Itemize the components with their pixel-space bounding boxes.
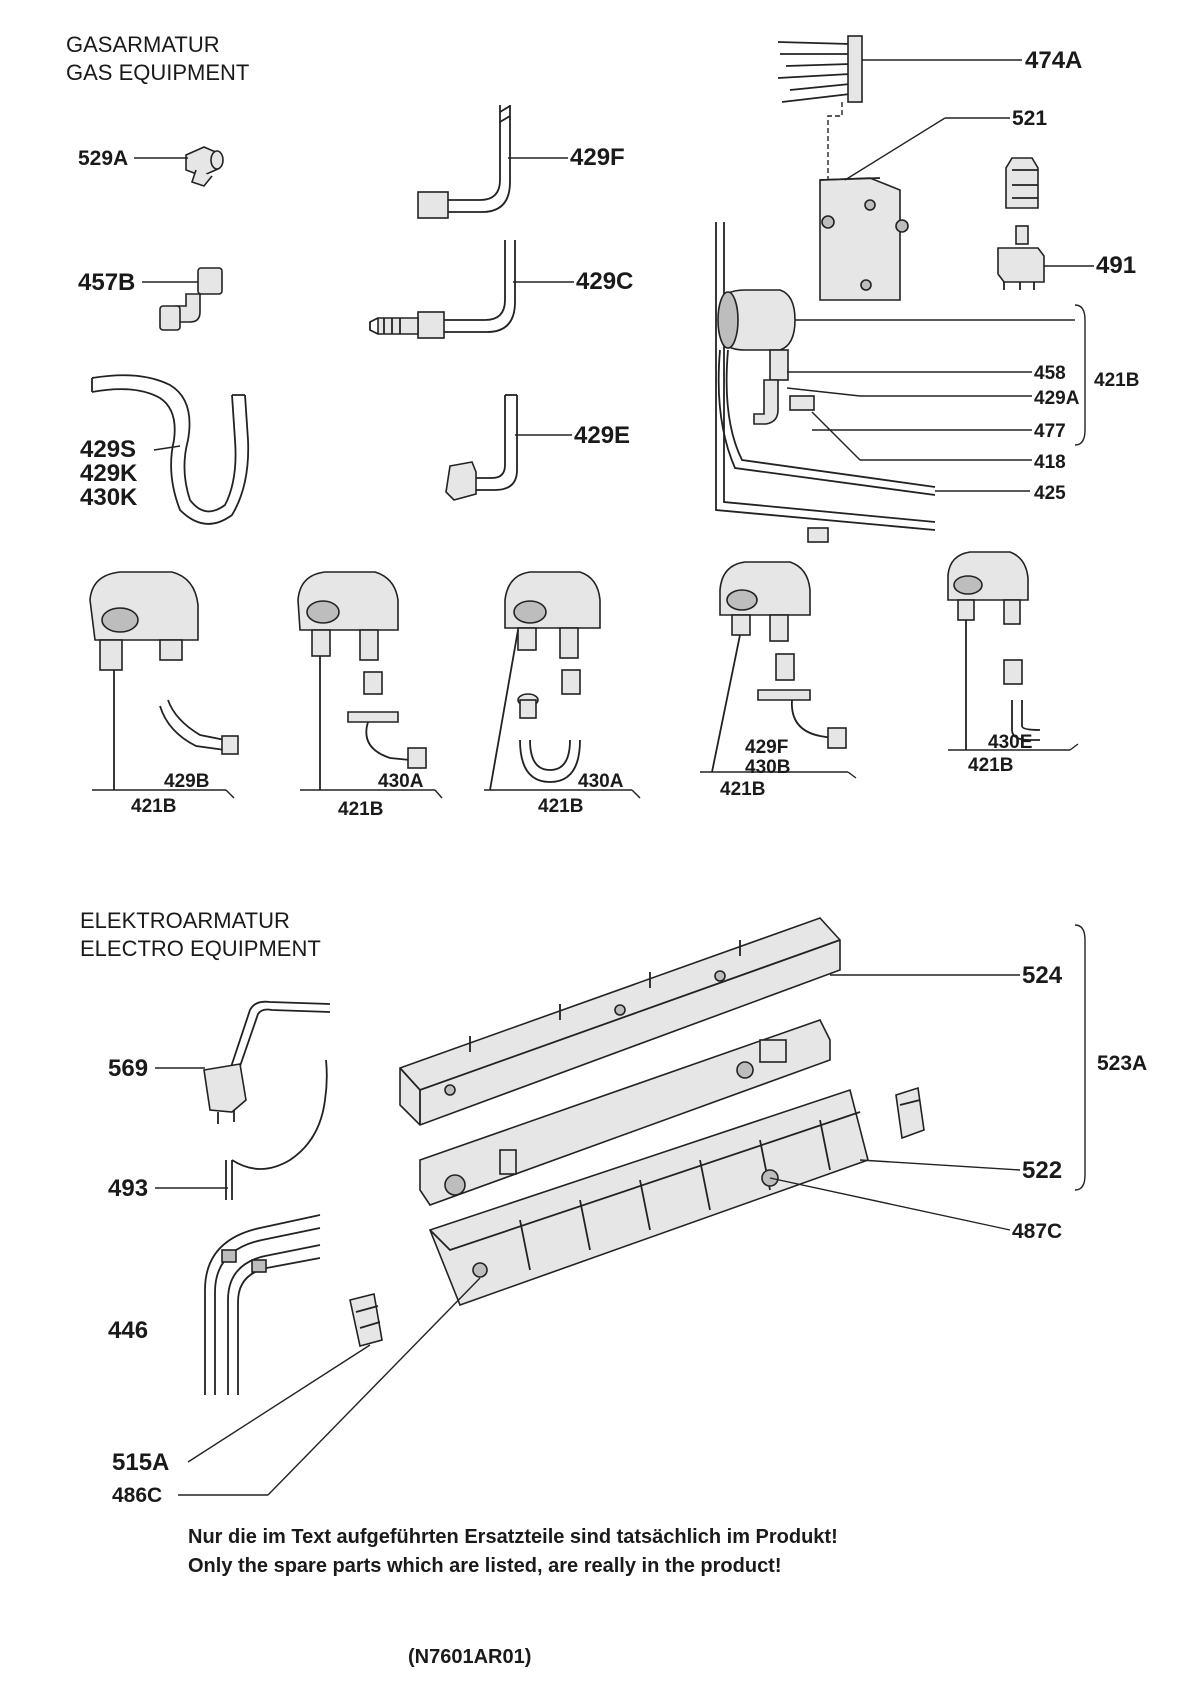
label-524: 524 xyxy=(1022,962,1063,989)
label-429e: 429E xyxy=(574,422,630,449)
label-493: 493 xyxy=(108,1175,148,1202)
label-425: 425 xyxy=(1034,483,1066,504)
note-english: Only the spare parts which are listed, a… xyxy=(188,1555,782,1577)
label-v5-assy: 421B xyxy=(968,755,1013,776)
label-v4-part1: 429F xyxy=(745,737,788,758)
label-v2-part: 430A xyxy=(378,771,424,792)
label-421b-side: 421B xyxy=(1094,370,1139,391)
part-515a-clip xyxy=(349,1293,383,1347)
label-v1-part: 429B xyxy=(164,771,209,792)
label-v3-part: 430A xyxy=(578,771,624,792)
part-429f-pipe xyxy=(417,105,511,219)
part-569-power-plug xyxy=(203,1000,331,1124)
label-429k: 429K xyxy=(80,460,138,487)
label-430k: 430K xyxy=(80,484,138,511)
electro-heading-en: ELECTRO EQUIPMENT xyxy=(80,936,321,961)
label-v4-assy: 421B xyxy=(720,779,765,800)
part-491-relay xyxy=(997,157,1045,290)
label-429f: 429F xyxy=(570,144,625,171)
label-v4-part2: 430B xyxy=(745,757,790,778)
label-522: 522 xyxy=(1022,1157,1062,1184)
electro-heading-de: ELEKTROARMATUR xyxy=(80,908,290,933)
valve-variant-5 xyxy=(947,551,1041,750)
part-429c-pipe xyxy=(369,240,516,339)
valve-variant-3 xyxy=(489,571,601,791)
part-446-hose-pair xyxy=(204,1214,321,1395)
label-474a: 474A xyxy=(1025,47,1082,74)
part-main-gas-valve xyxy=(715,222,936,543)
label-v3-assy: 421B xyxy=(538,796,583,817)
part-429e-pipe xyxy=(445,394,518,501)
label-515a: 515A xyxy=(112,1449,169,1476)
part-493-sensor-wire xyxy=(225,1059,328,1200)
part-457b-angle-fitting xyxy=(159,267,223,331)
label-446: 446 xyxy=(108,1317,148,1344)
valve-variant-4 xyxy=(711,561,847,773)
label-487c: 487C xyxy=(1012,1220,1062,1243)
part-524-top-cover xyxy=(399,917,841,1126)
label-521: 521 xyxy=(1012,107,1047,130)
label-v1-assy: 421B xyxy=(131,796,176,817)
label-486c: 486C xyxy=(112,1484,162,1507)
part-521-ignition-box xyxy=(819,177,909,301)
label-418: 418 xyxy=(1034,452,1066,473)
part-side-clip xyxy=(895,1086,925,1140)
label-429a: 429A xyxy=(1034,388,1080,409)
part-474a-cable-connector xyxy=(777,35,863,103)
part-529a-elbow-fitting xyxy=(185,146,224,187)
valve-variant-1 xyxy=(89,571,239,790)
label-523a: 523A xyxy=(1097,1052,1147,1075)
label-429s: 429S xyxy=(80,436,136,463)
label-529a: 529A xyxy=(78,147,128,170)
gas-heading-en: GAS EQUIPMENT xyxy=(66,60,249,85)
label-458: 458 xyxy=(1034,363,1066,384)
label-v2-assy: 421B xyxy=(338,799,383,820)
label-429c: 429C xyxy=(576,268,633,295)
gas-heading-de: GASARMATUR xyxy=(66,32,220,57)
label-v5-part: 430E xyxy=(988,732,1032,753)
drawing-code: (N7601AR01) xyxy=(408,1646,531,1668)
valve-variant-2 xyxy=(297,571,427,790)
label-477: 477 xyxy=(1034,421,1066,442)
label-491: 491 xyxy=(1096,252,1136,279)
note-german: Nur die im Text aufgeführten Ersatzteile… xyxy=(188,1526,838,1548)
label-457b: 457B xyxy=(78,269,135,296)
part-429s-flexible-hose xyxy=(91,374,250,525)
label-569: 569 xyxy=(108,1055,148,1082)
part-523a-circuit-board xyxy=(419,1019,831,1206)
